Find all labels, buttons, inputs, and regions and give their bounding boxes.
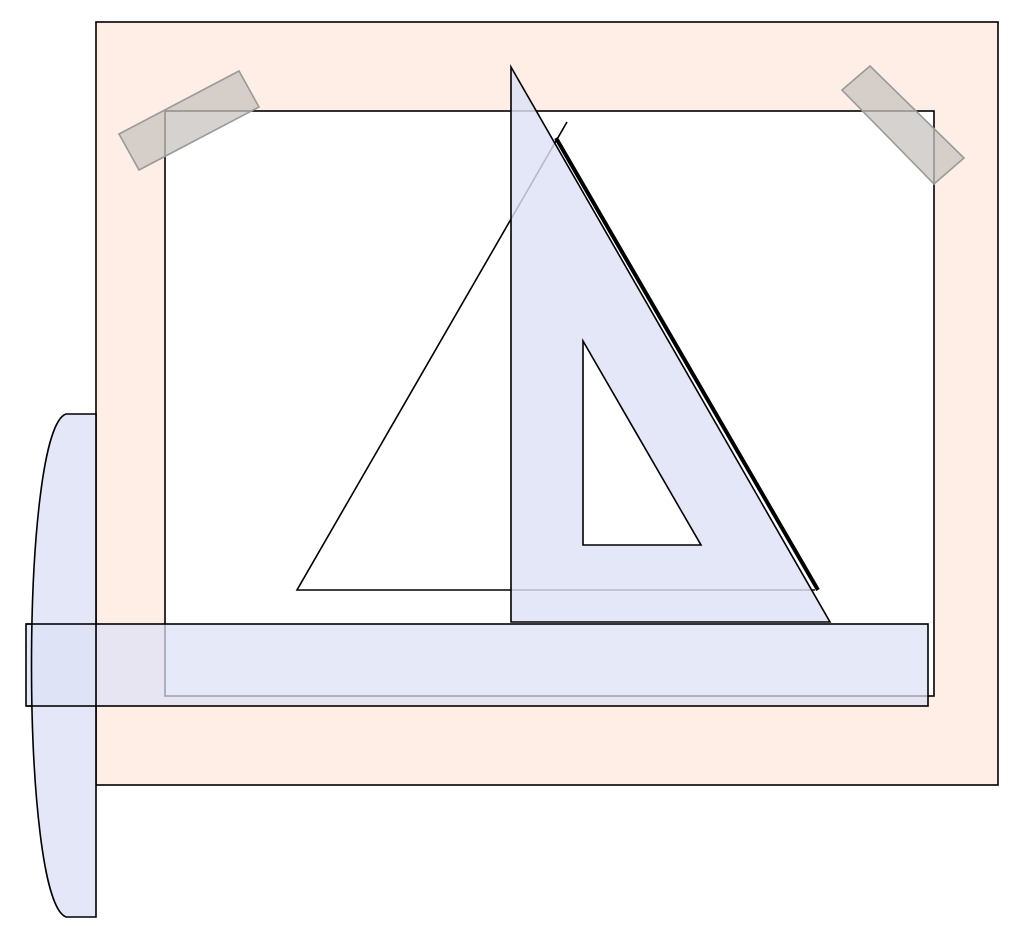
masking-tape-left <box>117 69 261 172</box>
t-square-blade[interactable] <box>25 623 929 707</box>
t-square-head[interactable] <box>30 413 97 918</box>
set-square[interactable] <box>510 64 832 623</box>
drawn-hypotenuse-line <box>554 136 820 592</box>
masking-tape-right <box>840 64 966 186</box>
